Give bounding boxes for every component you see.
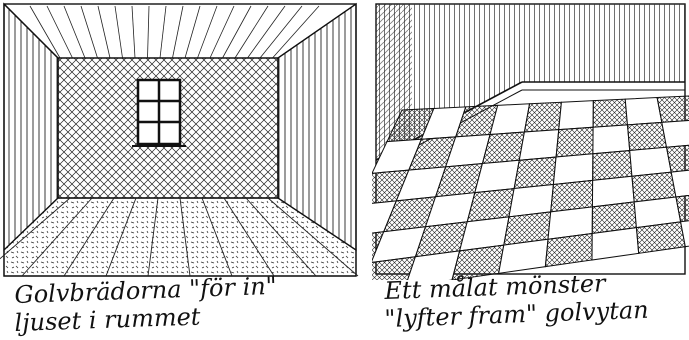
right-panel: Ett målat mönster "lyfter fram" golvytan	[372, 0, 689, 340]
checkered-floor-sketch	[372, 3, 689, 280]
window-icon	[132, 78, 186, 147]
left-panel: Golvbrädorna "för in" ljuset i rummet	[0, 2, 359, 337]
room-with-window-sketch	[0, 2, 359, 277]
left-caption-line2: ljuset i rummet	[14, 302, 201, 337]
